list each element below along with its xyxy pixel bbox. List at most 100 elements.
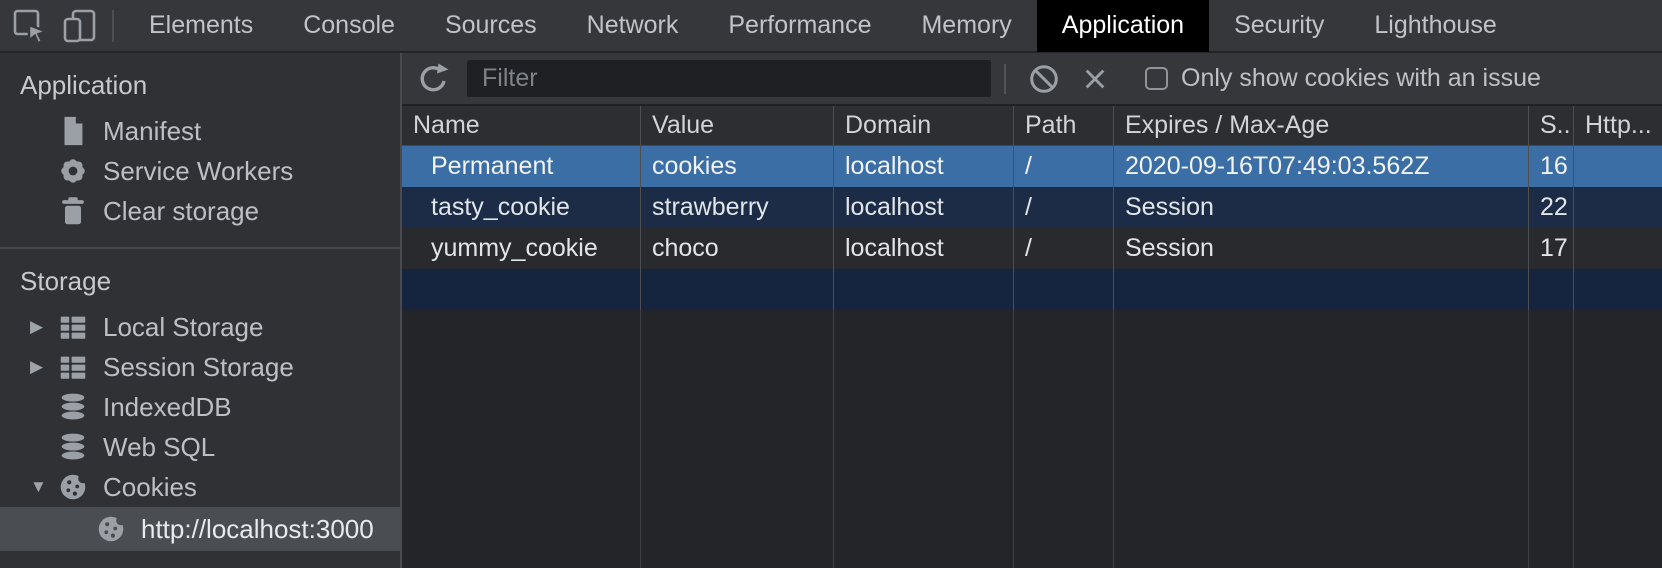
cookie-path-cell[interactable]: / <box>1014 187 1114 228</box>
cookie-icon <box>60 473 88 500</box>
sidebar-item-label: Cookies <box>103 471 197 502</box>
cookie-expires-cell[interactable]: Session <box>1114 228 1529 269</box>
cookie-expires-cell[interactable]: Session <box>1114 187 1529 228</box>
sidebar-item-cookies-localhost-3000[interactable]: http://localhost:3000 <box>0 507 400 551</box>
chevron-expanded-icon[interactable]: ▼ <box>30 477 47 496</box>
cookies-table: Name Value Domain Path Expires / Max-Age… <box>402 106 1662 568</box>
sidebar-item-service-workers[interactable]: Service Workers <box>0 151 400 191</box>
sidebar-item-label: Service Workers <box>103 155 294 186</box>
clear-all-cookies-button[interactable] <box>1024 59 1064 99</box>
sidebar-item-local-storage[interactable]: ▶ Local Storage <box>0 307 400 347</box>
cookie-icon <box>98 515 126 542</box>
empty-column <box>1114 310 1529 568</box>
cookie-httponly-cell[interactable] <box>1574 228 1662 269</box>
empty-cell <box>1529 269 1574 310</box>
sidebar-item-web-sql[interactable]: Web SQL <box>0 427 400 467</box>
empty-column <box>402 310 641 568</box>
devtools-content: Application Manifest Servi <box>0 53 1662 568</box>
empty-cell <box>834 269 1014 310</box>
cookie-name-cell[interactable]: Permanent <box>402 146 641 187</box>
sidebar-item-manifest[interactable]: Manifest <box>0 111 400 151</box>
delete-selected-button[interactable] <box>1075 59 1115 99</box>
chevron-collapsed-icon[interactable]: ▶ <box>30 317 44 336</box>
sidebar-item-label: Manifest <box>103 115 202 146</box>
tabbar-separator <box>112 9 114 42</box>
cookies-toolbar: Only show cookies with an issue <box>402 53 1662 106</box>
tab-lighthouse[interactable]: Lighthouse <box>1374 11 1497 39</box>
trash-icon <box>62 197 84 225</box>
refresh-icon <box>420 63 449 91</box>
column-header-value[interactable]: Value <box>641 106 834 145</box>
database-icon <box>61 433 85 460</box>
empty-cell <box>1114 269 1529 310</box>
cookie-domain-cell[interactable]: localhost <box>834 146 1014 187</box>
cookie-size-cell[interactable]: 16 <box>1529 146 1574 187</box>
database-icon <box>61 393 85 420</box>
inspect-element-button[interactable] <box>10 6 50 46</box>
application-sidebar: Application Manifest Servi <box>0 53 402 568</box>
cookie-name-cell[interactable]: yummy_cookie <box>402 228 641 269</box>
column-header-domain[interactable]: Domain <box>834 106 1014 145</box>
refresh-button[interactable] <box>413 59 453 99</box>
cookie-row-tasty-cookie[interactable]: tasty_cookie strawberry localhost / Sess… <box>402 187 1662 228</box>
column-header-path[interactable]: Path <box>1014 106 1114 145</box>
empty-column <box>641 310 834 568</box>
sidebar-item-clear-storage[interactable]: Clear storage <box>0 191 400 231</box>
cookie-domain-cell[interactable]: localhost <box>834 187 1014 228</box>
tab-security[interactable]: Security <box>1234 11 1325 39</box>
filter-input[interactable] <box>467 60 991 97</box>
sidebar-item-label: Local Storage <box>103 311 264 342</box>
cookie-value-cell[interactable]: cookies <box>641 146 834 187</box>
empty-column <box>1014 310 1114 568</box>
cookie-path-cell[interactable]: / <box>1014 146 1114 187</box>
cookie-httponly-cell[interactable] <box>1574 146 1662 187</box>
tab-network[interactable]: Network <box>586 11 679 39</box>
sidebar-divider <box>0 247 400 249</box>
chevron-collapsed-icon[interactable]: ▶ <box>30 357 44 376</box>
sidebar-item-session-storage[interactable]: ▶ Session Storage <box>0 347 400 387</box>
table-icon <box>60 316 86 339</box>
toolbar-separator <box>1004 63 1006 94</box>
empty-column <box>834 310 1014 568</box>
tab-performance[interactable]: Performance <box>728 11 872 39</box>
empty-cell <box>1574 269 1662 310</box>
cookie-value-cell[interactable]: strawberry <box>641 187 834 228</box>
cookies-panel: Only show cookies with an issue Name Val… <box>402 53 1662 568</box>
inspect-cursor-icon <box>13 9 50 45</box>
devtools-tabbar: Elements Console Sources Network Perform… <box>0 0 1662 53</box>
tab-sources[interactable]: Sources <box>444 11 537 39</box>
empty-column <box>1529 310 1574 568</box>
sidebar-item-indexeddb[interactable]: IndexedDB <box>0 387 400 427</box>
sidebar-item-cookies[interactable]: ▼ Cookies <box>0 467 400 507</box>
cookie-size-cell[interactable]: 22 <box>1529 187 1574 228</box>
sidebar-item-label: http://localhost:3000 <box>141 513 374 544</box>
empty-cell <box>402 269 641 310</box>
column-header-size[interactable]: S.. <box>1529 106 1574 145</box>
tab-memory[interactable]: Memory <box>921 11 1012 39</box>
tab-console[interactable]: Console <box>303 11 395 39</box>
column-header-httponly[interactable]: Http... <box>1585 111 1652 139</box>
table-icon <box>60 356 86 379</box>
column-header-name[interactable]: Name <box>402 106 641 145</box>
cookie-httponly-cell[interactable] <box>1574 187 1662 228</box>
tab-application[interactable]: Application <box>1036 0 1210 52</box>
sidebar-item-label: Session Storage <box>103 351 294 382</box>
cookie-size-cell[interactable]: 17 <box>1529 228 1574 269</box>
cookie-name-cell[interactable]: tasty_cookie <box>402 187 641 228</box>
cookie-domain-cell[interactable]: localhost <box>834 228 1014 269</box>
issue-filter-checkbox[interactable] <box>1145 67 1168 90</box>
sidebar-item-label: IndexedDB <box>103 391 232 422</box>
sidebar-section-storage-title: Storage <box>20 266 112 296</box>
tab-elements[interactable]: Elements <box>149 11 254 39</box>
empty-filler-row[interactable] <box>402 269 1662 310</box>
toggle-device-toolbar-button[interactable] <box>60 6 100 46</box>
sidebar-section-application-title: Application <box>20 70 148 100</box>
cookie-row-yummy-cookie[interactable]: yummy_cookie choco localhost / Session 1… <box>402 228 1662 269</box>
cookie-path-cell[interactable]: / <box>1014 228 1114 269</box>
cookie-row-permanent[interactable]: Permanent cookies localhost / 2020-09-16… <box>402 146 1662 187</box>
cookie-value-cell[interactable]: choco <box>641 228 834 269</box>
cookie-expires-cell[interactable]: 2020-09-16T07:49:03.562Z <box>1114 146 1529 187</box>
issue-filter-label[interactable]: Only show cookies with an issue <box>1181 64 1541 92</box>
document-icon <box>64 116 83 146</box>
column-header-expires[interactable]: Expires / Max-Age <box>1114 106 1529 145</box>
